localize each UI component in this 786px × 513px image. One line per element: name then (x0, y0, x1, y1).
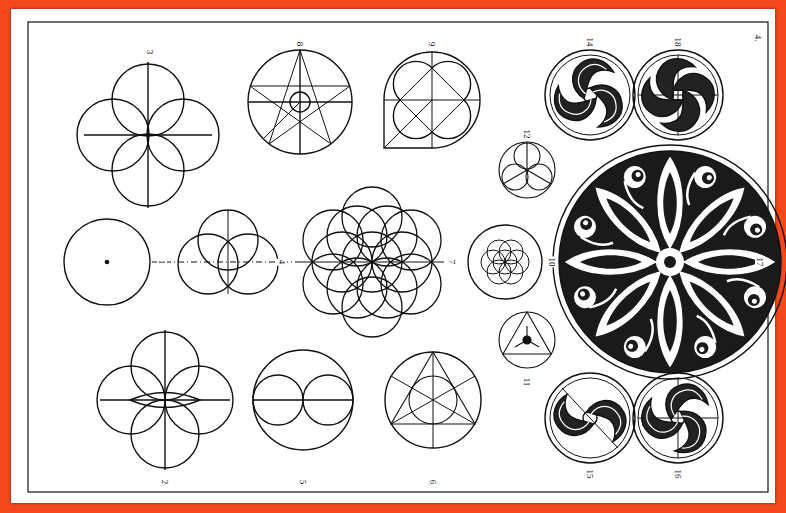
figure-number: 2 (160, 479, 170, 486)
figure-number: 8 (295, 41, 305, 48)
figure-number: 14 (585, 37, 595, 48)
figure-number: 12 (522, 129, 532, 140)
figure-number: 11 (522, 377, 532, 388)
figure-number: 4 (277, 259, 287, 266)
figure-number: 7 (447, 259, 457, 266)
figure-number: 1 (157, 259, 167, 266)
figure-number: 3 (145, 49, 155, 56)
figure-number: 16 (673, 469, 683, 480)
figure-number: 5 (298, 479, 308, 486)
figure-number: 9 (427, 41, 437, 48)
figure-number: 17 (755, 257, 765, 268)
figure-number: 18 (673, 37, 683, 48)
figure-number: 10 (547, 257, 557, 268)
figure-number: 15 (585, 469, 595, 480)
figure-number: 6 (428, 479, 438, 486)
figure-number: 4. (753, 34, 763, 43)
